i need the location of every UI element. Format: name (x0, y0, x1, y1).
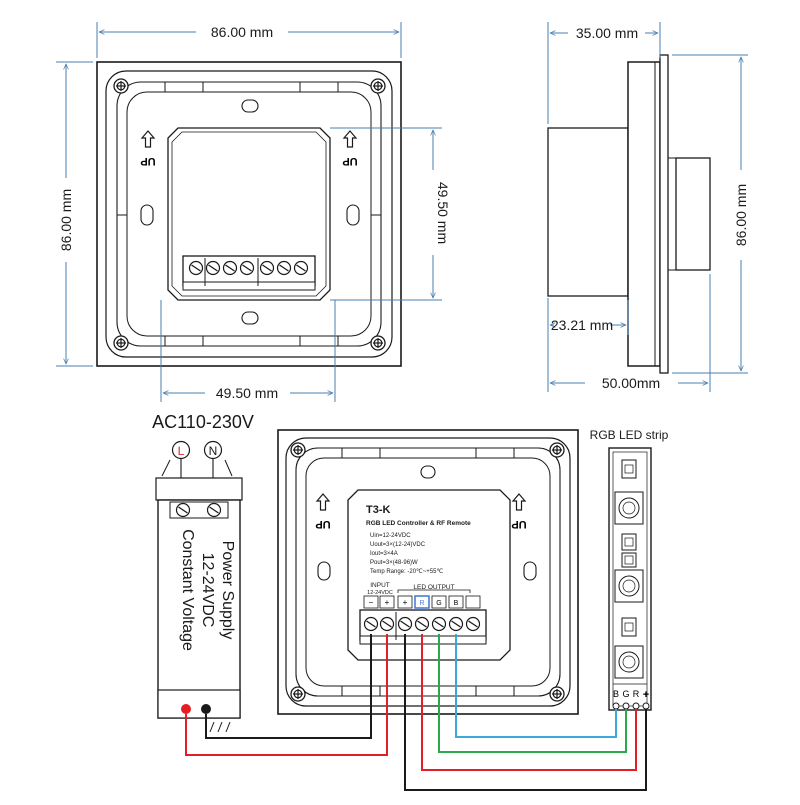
strip-pin-label: + (643, 689, 649, 701)
controller-subtitle: RGB LED Controller & RF Remote (366, 520, 471, 527)
strip-pin-label: B (613, 689, 619, 699)
strip-pin-label: G (622, 689, 629, 699)
terminal-label: G (436, 600, 441, 607)
power-supply-body (157, 499, 241, 719)
wires (185, 634, 647, 791)
led-chip-icon (614, 491, 644, 525)
psu-output-positive (181, 704, 191, 714)
screw-icon (206, 502, 222, 518)
screw-icon (113, 335, 129, 351)
dim-inner-width: 49.50 mm (216, 385, 278, 401)
screw-icon (290, 442, 306, 458)
resistor-icon (621, 552, 637, 568)
terminal-label-row: − + + R G B (363, 595, 481, 609)
dim-front-width: 86.00 mm (211, 24, 273, 40)
led-strip-title: RGB LED strip (590, 428, 669, 442)
up-label: UP (511, 518, 526, 530)
psu-label-line3: Constant Voltage (179, 529, 196, 651)
input-label: INPUT (370, 582, 390, 589)
dim-side-depth: 35.00 mm (576, 25, 638, 41)
dim-inner-height: 49.50 mm (435, 182, 451, 244)
front-inner-frame (105, 70, 393, 358)
spec-line: Uout=3×(12-24)VDC (370, 542, 426, 548)
spec-line: Uin=12-24VDC (370, 533, 411, 539)
up-label: UP (315, 518, 330, 530)
dim-side-height: 86.00 mm (733, 184, 749, 246)
screw-icon (370, 335, 386, 351)
strip-pin-label: R (633, 689, 640, 699)
controller-model: T3-K (366, 504, 391, 516)
terminal-label: + (403, 598, 408, 607)
wire-led-common (404, 634, 647, 791)
led-chip-icon (614, 645, 644, 679)
spec-line: Iout=3×4A (370, 551, 398, 557)
power-supply: AC110-230V L N Power Supply 12-24VDC Con… (152, 412, 254, 733)
screw-icon (549, 686, 565, 702)
terminal-label: + (385, 598, 390, 607)
psu-label-line1: Power Supply (219, 541, 236, 640)
mount-slot (346, 204, 360, 226)
terminal-label: − (369, 598, 374, 607)
resistor-icon (621, 617, 637, 637)
psu-output-negative (201, 704, 211, 714)
wire-psu-positive (185, 634, 388, 756)
psu-label-line2: 12-24VDC (199, 553, 216, 628)
front-dimensions: 86.00 mm 86.00 mm 49.50 mm 49.50 mm (56, 22, 451, 402)
led-strip: RGB LED strip B G R + (590, 428, 669, 711)
dim-side-total: 50.00mm (602, 375, 660, 391)
mount-slot (140, 204, 154, 226)
spec-line: Pout=3×(48-96)W (370, 560, 418, 566)
screw-icon (290, 686, 306, 702)
front-view: UP UP (96, 61, 402, 367)
terminal-l-icon (171, 440, 191, 460)
mount-slot (241, 99, 259, 113)
terminal-n-icon (203, 440, 223, 460)
side-dimensions: 35.00 mm 86.00 mm 23.21 mm 50.00mm (547, 22, 749, 392)
mount-slot (241, 311, 259, 325)
screw-icon (113, 78, 129, 94)
terminal-label: R (419, 600, 424, 607)
side-view (547, 54, 711, 374)
ac-input-label: AC110-230V (152, 412, 254, 432)
controller-panel: UP UP T3-K RGB LED Controller & RF Remot… (277, 429, 579, 715)
wire-led-red (421, 634, 637, 771)
terminal-label: B (454, 600, 459, 607)
led-chip-icon (614, 569, 644, 603)
dim-side-offset: 23.21 mm (551, 317, 613, 333)
dim-front-height: 86.00 mm (58, 189, 74, 251)
wire-psu-negative (205, 634, 372, 739)
screw-icon (175, 502, 191, 518)
resistor-icon (621, 533, 637, 551)
wire-led-blue (455, 634, 617, 738)
output-label: LED OUTPUT (413, 584, 454, 591)
resistor-icon (621, 459, 637, 479)
side-body (547, 127, 629, 297)
up-label: UP (140, 155, 155, 167)
up-label: UP (342, 155, 357, 167)
wire-led-green (438, 634, 627, 753)
side-back-box (675, 157, 711, 271)
spec-line: Temp Range: -20℃~+55℃ (370, 569, 443, 575)
screw-icon (549, 442, 565, 458)
terminal-n-label: N (209, 444, 218, 458)
screw-icon (370, 78, 386, 94)
terminal-l-label: L (178, 444, 185, 458)
input-voltage: 12-24VDC (367, 590, 393, 596)
